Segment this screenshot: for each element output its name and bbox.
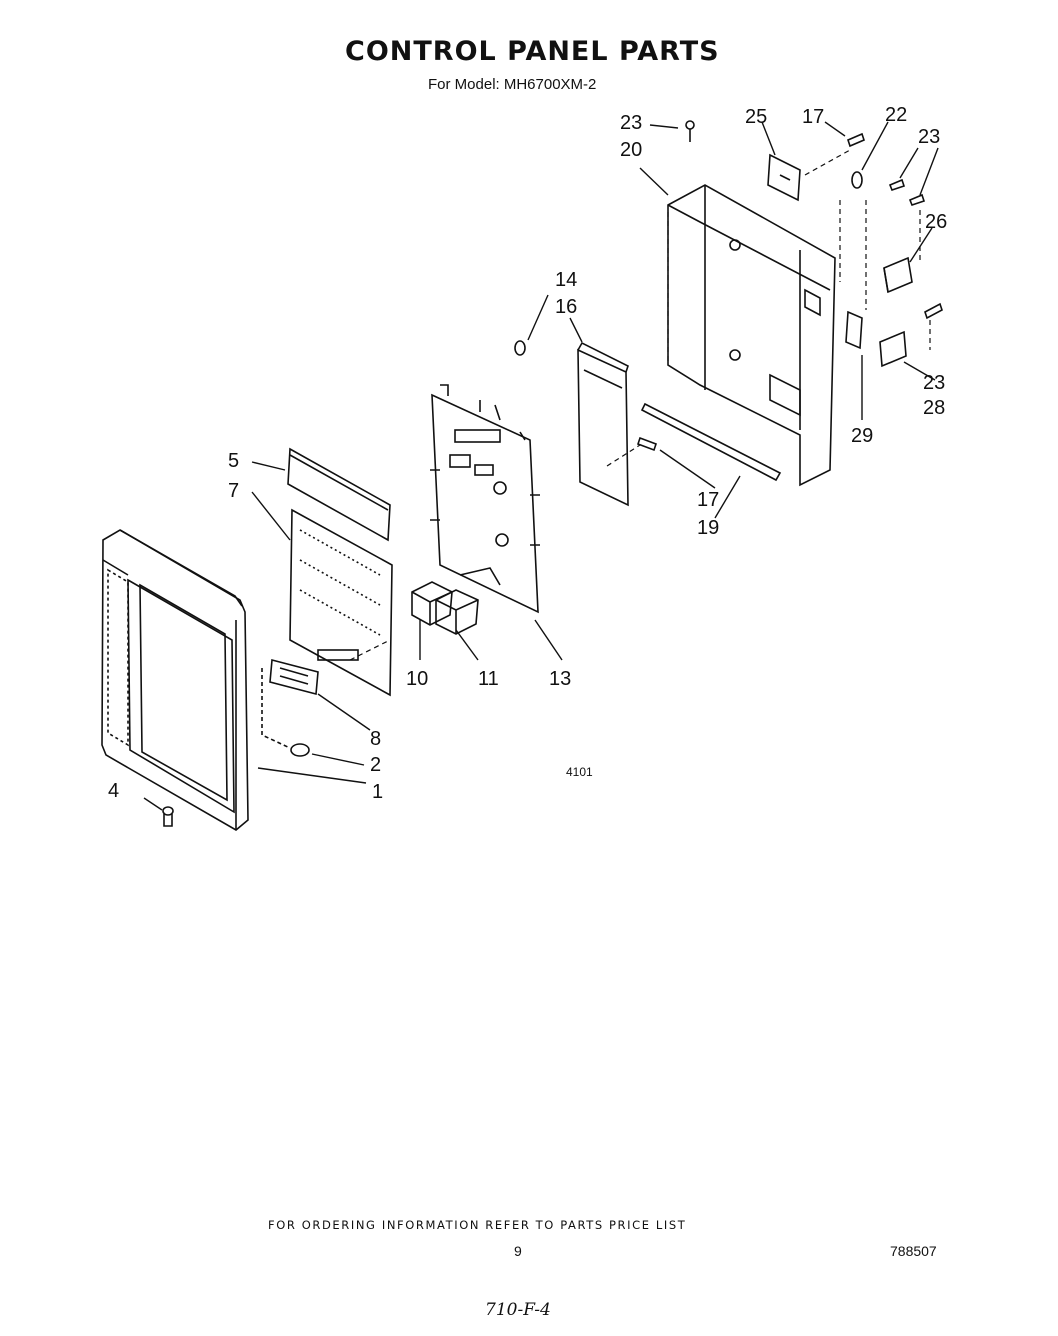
handwritten-note: 710-F-4 bbox=[485, 1300, 551, 1320]
connector-part-8 bbox=[269, 658, 319, 696]
screw-part-23-right bbox=[888, 178, 906, 191]
label-1: 1 bbox=[372, 781, 383, 803]
chassis-part-20 bbox=[667, 184, 836, 487]
switch-part-26 bbox=[883, 256, 913, 294]
bracket-part-29 bbox=[845, 310, 863, 350]
bracket-part-25 bbox=[767, 153, 801, 202]
label-16: 16 bbox=[555, 296, 577, 318]
label-14: 14 bbox=[555, 269, 577, 291]
callout-labels: 1 2 4 5 7 8 10 11 13 14 16 17 17 19 20 2… bbox=[108, 104, 947, 803]
screw-part-4 bbox=[162, 806, 174, 827]
label-8: 8 bbox=[370, 728, 381, 750]
strip-part-19 bbox=[640, 402, 782, 482]
keypad-part-7 bbox=[289, 508, 393, 697]
label-23-right: 23 bbox=[918, 126, 940, 148]
label-5: 5 bbox=[228, 450, 239, 472]
label-11: 11 bbox=[478, 668, 499, 690]
label-28: 28 bbox=[923, 397, 945, 419]
label-19: 19 bbox=[697, 517, 719, 539]
relay-part-10 bbox=[411, 581, 453, 626]
screw-part-17-top bbox=[847, 132, 865, 148]
label-10: 10 bbox=[406, 668, 428, 690]
screw-part-17-middle bbox=[636, 436, 658, 452]
switch-part-28 bbox=[879, 330, 907, 368]
part-22 bbox=[851, 171, 863, 189]
lamp-part-2 bbox=[261, 668, 310, 757]
page-title: CONTROL PANEL PARTS bbox=[345, 36, 720, 67]
page-number: 9 bbox=[514, 1243, 522, 1259]
model-subtitle: For Model: MH6700XM-2 bbox=[428, 76, 597, 93]
window-part-5 bbox=[287, 447, 391, 542]
label-20: 20 bbox=[620, 139, 642, 161]
screw-part-23-top bbox=[685, 120, 695, 130]
label-2: 2 bbox=[370, 754, 381, 776]
circuit-board-part-13 bbox=[430, 384, 540, 614]
label-22: 22 bbox=[885, 104, 907, 126]
clip-part-14 bbox=[514, 340, 526, 356]
label-7: 7 bbox=[228, 480, 239, 502]
label-13: 13 bbox=[549, 668, 571, 690]
label-4: 4 bbox=[108, 780, 119, 802]
label-25: 25 bbox=[745, 106, 767, 128]
figure-code: 4101 bbox=[566, 765, 593, 779]
label-23-top: 23 bbox=[620, 112, 642, 134]
front-panel-part bbox=[101, 529, 249, 831]
label-23-bottom: 23 bbox=[923, 372, 945, 394]
board-part-16 bbox=[577, 341, 629, 507]
label-29: 29 bbox=[851, 425, 873, 447]
label-17-top: 17 bbox=[802, 106, 824, 128]
label-17-middle: 17 bbox=[697, 489, 719, 511]
document-number: 788507 bbox=[890, 1243, 937, 1259]
label-26: 26 bbox=[925, 211, 947, 233]
ordering-footer: FOR ORDERING INFORMATION REFER TO PARTS … bbox=[268, 1218, 687, 1232]
